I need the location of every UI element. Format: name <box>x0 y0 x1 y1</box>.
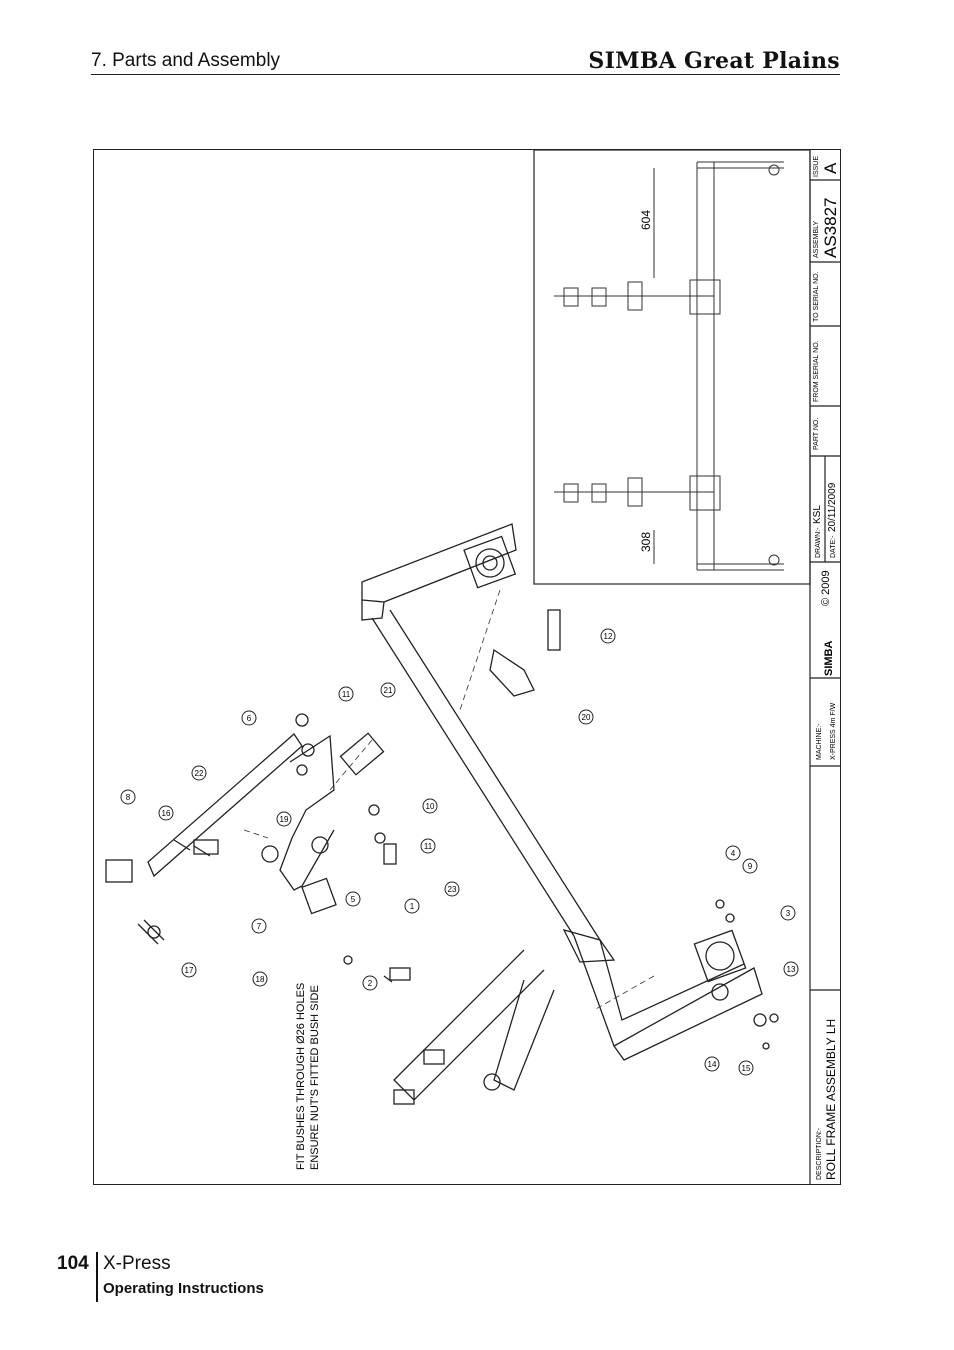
svg-text:DRAWN:-: DRAWN:- <box>815 527 822 558</box>
balloon-5: 5 <box>345 891 361 907</box>
assembly-note-line1: FIT BUSHES THROUGH Ø26 HOLES <box>295 983 307 1170</box>
inset-frame-view <box>554 161 784 571</box>
svg-text:© 2009: © 2009 <box>820 570 832 606</box>
balloon-12: 12 <box>600 628 616 644</box>
header-rule <box>91 74 840 75</box>
machine-name: X-PRESS 4m F/W <box>830 702 837 760</box>
balloon-16: 16 <box>158 805 174 821</box>
svg-text:22: 22 <box>195 769 204 778</box>
svg-text:9: 9 <box>748 862 753 871</box>
svg-text:12: 12 <box>604 632 613 641</box>
balloon-18: 18 <box>252 971 268 987</box>
svg-text:20: 20 <box>582 713 591 722</box>
balloon-23: 23 <box>444 881 460 897</box>
assembly-drawing: 604 308 <box>105 149 840 1184</box>
svg-text:7: 7 <box>257 922 262 931</box>
svg-text:17: 17 <box>185 966 194 975</box>
balloon-20: 20 <box>578 709 594 725</box>
svg-text:MACHINE:-: MACHINE:- <box>816 723 823 760</box>
balloon-10: 10 <box>422 798 438 814</box>
svg-text:6: 6 <box>247 714 252 723</box>
drawing-sheet: 604 308 <box>93 149 841 1185</box>
balloon-14: 14 <box>704 1056 720 1072</box>
balloon-19: 19 <box>276 811 292 827</box>
title-block: DESCRIPTION:- ROLL FRAME ASSEMBLY LH MAC… <box>812 156 840 1180</box>
balloon-1: 1 <box>404 898 420 914</box>
issue-letter: A <box>821 162 840 174</box>
footer-divider <box>96 1252 98 1302</box>
drawing-date: 20/11/2009 <box>827 482 838 532</box>
balloon-8: 8 <box>120 789 136 805</box>
product-name: X-Press <box>103 1253 171 1274</box>
balloon-17: 17 <box>181 962 197 978</box>
main-assembly <box>105 523 779 1105</box>
assembly-note-line2: ENSURE NUT'S FITTED BUSH SIDE <box>309 985 321 1170</box>
drawn-by: KSL <box>812 505 823 524</box>
svg-text:TO SERIAL NO.: TO SERIAL NO. <box>813 271 820 322</box>
inset-frame <box>533 149 811 585</box>
balloon-4: 4 <box>725 845 741 861</box>
svg-text:13: 13 <box>787 965 796 974</box>
svg-text:16: 16 <box>162 809 171 818</box>
svg-text:FROM SERIAL NO.: FROM SERIAL NO. <box>813 340 820 402</box>
svg-text:21: 21 <box>384 686 393 695</box>
svg-text:14: 14 <box>708 1060 717 1069</box>
balloon-11a: 11 <box>338 686 354 702</box>
balloon-2: 2 <box>362 975 378 991</box>
page-number: 104 <box>57 1253 89 1274</box>
balloon-9: 9 <box>742 858 758 874</box>
balloon-6: 6 <box>241 710 257 726</box>
svg-text:15: 15 <box>742 1064 751 1073</box>
svg-text:2: 2 <box>368 979 373 988</box>
manual-subtitle: Operating Instructions <box>103 1280 264 1297</box>
balloon-group: 1 2 3 4 5 6 7 8 9 10 11 11 12 13 14 15 1… <box>120 628 799 1076</box>
svg-text:18: 18 <box>256 975 265 984</box>
svg-text:23: 23 <box>448 885 457 894</box>
svg-text:19: 19 <box>280 815 289 824</box>
svg-text:PART NO.: PART NO. <box>813 418 820 450</box>
balloon-3: 3 <box>780 905 796 921</box>
balloon-7: 7 <box>251 918 267 934</box>
brand-logo: SIMBA Great Plains <box>588 48 840 74</box>
dim-604: 604 <box>639 210 653 230</box>
svg-text:DESCRIPTION:-: DESCRIPTION:- <box>816 1127 823 1180</box>
svg-text:11: 11 <box>424 842 433 851</box>
assembly-number: AS3827 <box>821 198 840 259</box>
drawing-description: ROLL FRAME ASSEMBLY LH <box>824 1019 838 1180</box>
svg-text:11: 11 <box>342 690 351 699</box>
svg-text:5: 5 <box>351 895 356 904</box>
balloon-11b: 11 <box>420 838 436 854</box>
svg-text:1: 1 <box>410 902 415 911</box>
dim-308: 308 <box>639 532 653 552</box>
svg-text:8: 8 <box>126 793 131 802</box>
balloon-21: 21 <box>380 682 396 698</box>
svg-text:4: 4 <box>731 849 736 858</box>
simba-logo: SIMBA <box>823 641 835 677</box>
svg-text:3: 3 <box>786 909 791 918</box>
section-title: 7. Parts and Assembly <box>91 50 281 71</box>
svg-text:ISSUE: ISSUE <box>813 156 820 177</box>
svg-text:10: 10 <box>426 802 435 811</box>
balloon-13: 13 <box>783 961 799 977</box>
svg-text:DATE:-: DATE:- <box>830 535 837 558</box>
balloon-15: 15 <box>738 1060 754 1076</box>
balloon-22: 22 <box>191 765 207 781</box>
svg-text:ASSEMBLY: ASSEMBLY <box>813 220 820 258</box>
